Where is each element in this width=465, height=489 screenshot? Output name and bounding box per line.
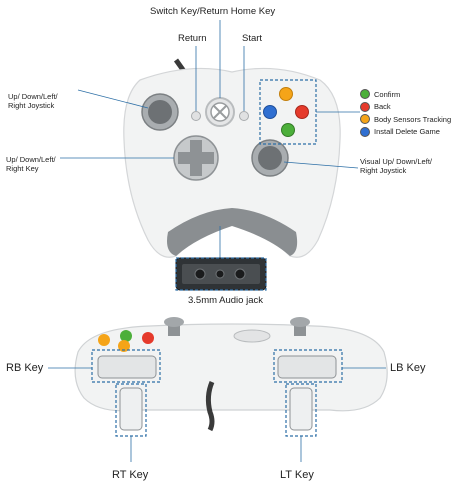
b-button	[295, 105, 309, 119]
back-button	[191, 111, 201, 121]
legend-label: Body Sensors Tracking	[374, 114, 452, 124]
rb-key-label: RB Key	[6, 362, 44, 374]
legend-label: Install Delete Game	[374, 127, 440, 137]
audio-jack-callout	[175, 257, 267, 291]
lb-key-label: LB Key	[390, 362, 426, 374]
right-joystick-label: Visual Up/ Down/Left/ Right Joystick	[360, 157, 432, 175]
legend-item-back: Back	[360, 101, 451, 114]
legend-label: Back	[374, 102, 391, 112]
lt-key-label: LT Key	[280, 469, 314, 481]
x-button	[263, 105, 277, 119]
lb-bumper	[277, 355, 337, 379]
lt-trigger	[289, 387, 313, 431]
switch-key-label: Switch Key/Return Home Key	[150, 6, 276, 17]
red-dot-icon	[360, 101, 370, 112]
start-label: Start	[242, 33, 263, 44]
legend-item-confirm: Confirm	[360, 88, 451, 101]
cable-bottom	[205, 381, 215, 432]
return-label: Return	[178, 33, 207, 44]
green-dot-icon	[360, 89, 370, 100]
rt-key-label: RT Key	[112, 469, 149, 481]
y-button	[279, 87, 293, 101]
orange-dot-icon	[360, 114, 370, 125]
left-joystick-label: Up/ Down/Left/ Right Joystick	[8, 92, 58, 110]
start-button	[239, 111, 249, 121]
a-button	[281, 123, 295, 137]
legend-item-install-delete: Install Delete Game	[360, 126, 451, 139]
blue-dot-icon	[360, 126, 370, 137]
button-legend: Confirm Back Body Sensors Tracking Insta…	[360, 88, 451, 138]
rt-trigger	[119, 387, 143, 431]
controller-grip-top	[167, 208, 298, 256]
rb-bumper	[97, 355, 157, 379]
legend-item-body-sensors: Body Sensors Tracking	[360, 113, 451, 126]
audio-jack-label: 3.5mm Audio jack	[188, 295, 263, 306]
dpad-label: Up/ Down/Left/ Right Key	[6, 155, 56, 173]
legend-label: Confirm	[374, 89, 401, 99]
